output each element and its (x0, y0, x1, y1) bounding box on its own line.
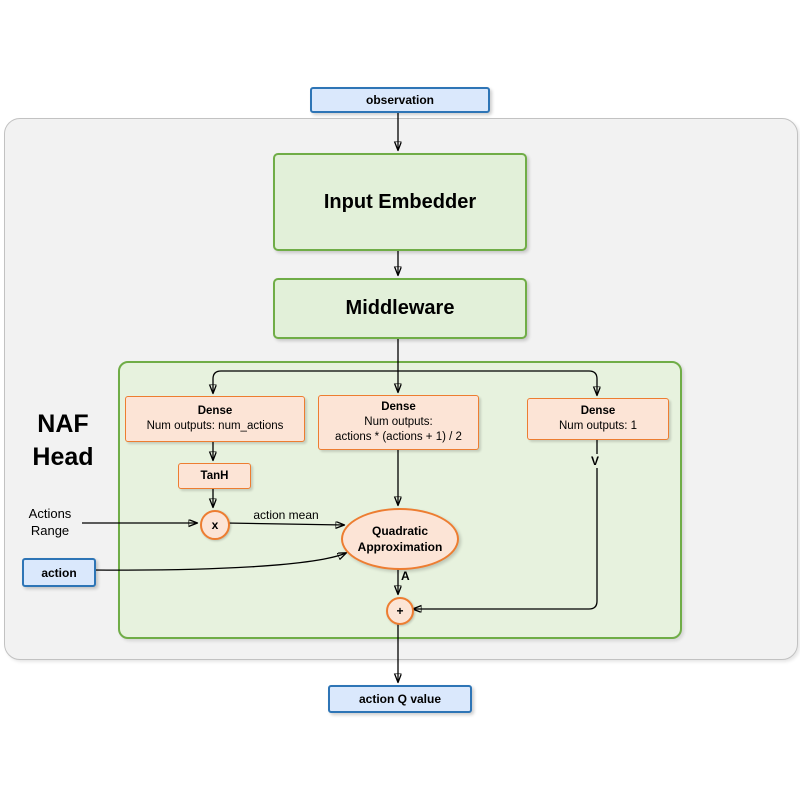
naf-head-label-line1: NAF (37, 410, 89, 438)
naf-head-label-line2: Head (32, 443, 94, 471)
multiply-op-label: x (211, 518, 219, 532)
action-label: action (41, 565, 77, 580)
action-q-value-label: action Q value (358, 692, 442, 706)
dense-value-outputs: Num outputs: 1 (559, 420, 637, 432)
dense-actions-node: Dense Num outputs: num_actions (125, 396, 305, 442)
dense-quadratic-node: Dense Num outputs: actions * (actions + … (318, 395, 479, 450)
action-mean-edge-label: action mean (253, 508, 319, 522)
dense-quadratic-outputs-line1: Num outputs: (364, 416, 433, 429)
multiply-op-node: x (200, 510, 230, 540)
sum-op-node: + (386, 597, 414, 625)
tanh-node: TanH (178, 463, 251, 489)
action-q-value-node: action Q value (328, 685, 472, 713)
advantage-a-edge-label: A (401, 569, 410, 583)
dense-quadratic-title: Dense (381, 401, 416, 414)
middleware-node: Middleware (273, 278, 527, 339)
dense-actions-title: Dense (197, 405, 233, 418)
actions-range-label-line1: Actions (28, 506, 72, 521)
action-node: action (22, 558, 96, 587)
dense-value-title: Dense (580, 405, 616, 418)
actions-range-label-line2: Range (30, 523, 70, 538)
quadratic-approximation-node: Quadratic Approximation (341, 508, 459, 570)
observation-label: observation (365, 93, 434, 107)
input-embedder-node: Input Embedder (273, 153, 527, 251)
actions-range-label: Actions Range (20, 505, 80, 539)
sum-op-label: + (396, 604, 404, 618)
middleware-label: Middleware (345, 297, 455, 319)
tanh-label: TanH (200, 469, 229, 482)
dense-quadratic-outputs-line2: actions * (actions + 1) / 2 (335, 430, 462, 443)
dense-actions-outputs: Num outputs: num_actions (146, 420, 284, 432)
quadratic-approximation-line1: Quadratic (371, 523, 428, 538)
value-v-edge-label: V (589, 454, 602, 468)
naf-head-label: NAF Head (24, 408, 102, 474)
input-embedder-label: Input Embedder (323, 190, 477, 213)
observation-node: observation (310, 87, 490, 113)
quadratic-approximation-line2: Approximation (357, 540, 443, 554)
dense-value-node: Dense Num outputs: 1 (527, 398, 669, 440)
